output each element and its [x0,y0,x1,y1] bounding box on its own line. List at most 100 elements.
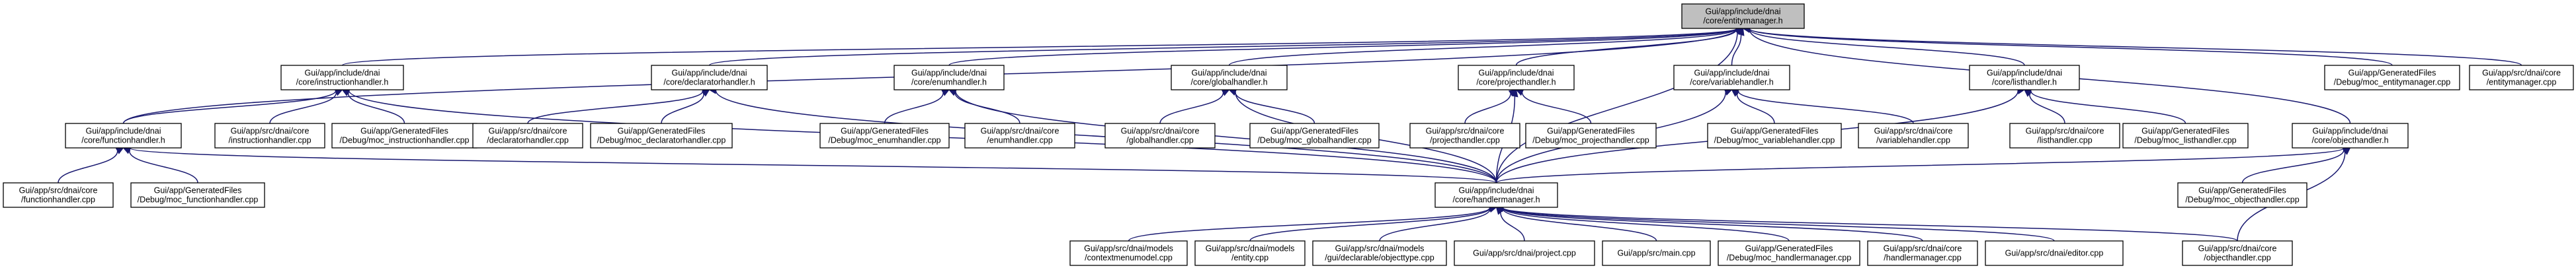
node-globalhandler_cpp[interactable]: Gui/app/src/dnai/core/globalhandler.cpp [1104,123,1216,149]
node-box [2469,65,2574,90]
node-moc_functionhandler[interactable]: Gui/app/GeneratedFiles/Debug/moc_functio… [130,182,265,208]
node-label-line: Gui/app/GeneratedFiles [2198,186,2286,195]
node-projecthandler_cpp[interactable]: Gui/app/src/dnai/core/projecthandler.cpp [1409,123,1520,149]
node-declaratorhandler[interactable]: Gui/app/include/dnai/core/declaratorhand… [651,65,768,90]
edge-line [1249,207,1491,242]
node-label-line: Gui/app/include/dnai [1459,186,1534,195]
node-moc_listhandler[interactable]: Gui/app/GeneratedFiles/Debug/moc_listhan… [2122,123,2249,149]
node-label-line: Gui/app/src/dnai/core [2026,127,2104,136]
edge-handlermanager-to-objecthandler [1495,145,2351,184]
node-moc_instructionhandler[interactable]: Gui/app/GeneratedFiles/Debug/moc_instruc… [331,123,478,149]
node-handlermanager_cpp[interactable]: Gui/app/src/dnai/core/handlermanager.cpp [1867,240,1978,266]
node-project_cpp[interactable]: Gui/app/src/dnai/project.cpp [1454,240,1595,266]
node-projecthandler[interactable]: Gui/app/include/dnai/core/projecthandler… [1458,65,1575,90]
edge-line [1749,28,2522,66]
node-functionhandler_cpp[interactable]: Gui/app/src/dnai/core/functionhandler.cp… [3,182,114,208]
edges-layer [58,25,2522,242]
node-editor_cpp[interactable]: Gui/app/src/dnai/editor.cpp [1985,240,2124,266]
node-moc_globalhandler[interactable]: Gui/app/GeneratedFiles/Debug/moc_globalh… [1249,123,1380,149]
edge-moc_declaratorhandler-to-declaratorhandler [661,89,710,124]
edge-line [884,92,944,124]
node-label-line: /objecthandler.cpp [2204,253,2271,263]
node-label-line: /Debug/moc_objecthandler.cpp [2185,195,2299,205]
node-label-line: /core/instructionhandler.h [296,78,389,87]
edge-moc_projecthandler-to-projecthandler [1515,89,1592,124]
edge-line [1502,207,2238,242]
node-moc_entitymanager[interactable]: Gui/app/GeneratedFiles/Debug/moc_entitym… [2324,65,2460,90]
node-globalhandler[interactable]: Gui/app/include/dnai/core/globalhandler.… [1171,65,1288,90]
node-label-line: Gui/app/src/dnai/core [1874,127,1953,136]
node-label-line: /core/projecthandler.h [1476,78,1556,87]
node-variablehandler[interactable]: Gui/app/include/dnai/core/variablehandle… [1673,65,1790,90]
node-box [964,123,1075,149]
node-handlermanager[interactable]: Gui/app/include/dnai/core/handlermanager… [1434,182,1558,208]
node-label-line: Gui/app/GeneratedFiles [2141,127,2229,136]
node-label-line: Gui/app/src/main.cpp [1617,249,1695,258]
node-objecthandler_cpp[interactable]: Gui/app/src/dnai/core/objecthandler.cpp [2182,240,2293,266]
node-entity_cpp[interactable]: Gui/app/src/dnai/models/entity.cpp [1194,240,1306,266]
node-enumhandler[interactable]: Gui/app/include/dnai/core/enumhandler.h [893,65,1005,90]
edge-moc_globalhandler-to-globalhandler [1228,88,1315,124]
node-box [819,123,950,149]
node-label-line: /instructionhandler.cpp [228,136,311,145]
node-entitymanager_cpp[interactable]: Gui/app/src/dnai/core/entitymanager.cpp [2469,65,2574,90]
node-label-line: Gui/app/src/dnai/core [2198,244,2277,253]
node-label-line: Gui/app/src/dnai/project.cpp [1473,249,1576,258]
edge-line [1159,92,1224,124]
node-label-line: /Debug/moc_globalhandler.cpp [1257,136,1371,145]
edge-line [1749,28,2025,66]
node-moc_enumhandler[interactable]: Gui/app/GeneratedFiles/Debug/moc_enumhan… [819,123,950,149]
node-objecthandler[interactable]: Gui/app/include/dnai/core/objecthandler.… [2292,123,2409,149]
node-moc_declaratorhandler[interactable]: Gui/app/GeneratedFiles/Debug/moc_declara… [590,123,733,149]
edge-line [2030,90,2186,124]
node-moc_projecthandler[interactable]: Gui/app/GeneratedFiles/Debug/moc_project… [1525,123,1657,149]
node-label-line: /projecthandler.cpp [1430,136,1500,145]
node-objecttype[interactable]: Gui/app/src/dnai/models/gui/declarable/o… [1312,240,1447,266]
node-functionhandler[interactable]: Gui/app/include/dnai/core/functionhandle… [65,123,182,149]
node-box [2324,65,2460,90]
node-label-line: Gui/app/src/dnai/core [231,127,310,136]
edge-moc_functionhandler-to-functionhandler [122,147,198,184]
node-box [1171,65,1288,90]
edge-enumhandler_cpp-to-enumhandler [948,89,1020,124]
edge-line [1749,28,2393,66]
node-box [1858,123,1969,149]
edge-objecttype-to-handlermanager [1379,205,1497,242]
node-listhandler_cpp[interactable]: Gui/app/src/dnai/core/listhandler.cpp [2009,123,2120,149]
edge-line [1731,34,1742,66]
node-box [1969,65,2080,90]
edge-line [269,92,337,124]
node-label-line: Gui/app/src/dnai/models [1084,244,1173,253]
node-label-line: /variablehandler.cpp [1876,136,1950,145]
node-label-line: Gui/app/src/dnai/core [1884,244,1962,253]
node-moc_variablehandler[interactable]: Gui/app/GeneratedFiles/Debug/moc_variabl… [1707,123,1842,149]
node-moc_handlermanager[interactable]: Gui/app/GeneratedFiles/Debug/moc_handler… [1718,240,1860,266]
edge-projecthandler_cpp-to-projecthandler [1464,89,1517,124]
node-contextmenumodel[interactable]: Gui/app/src/dnai/models/contextmenumodel… [1069,240,1188,266]
edge-line [129,147,1497,184]
node-box [2009,123,2120,149]
node-label-line: Gui/app/src/dnai/core [2482,69,2561,78]
node-listhandler[interactable]: Gui/app/include/dnai/core/listhandler.h [1969,65,2080,90]
node-label-line: /core/handlermanager.h [1452,195,1540,205]
edge-line [128,151,198,184]
node-instructionhandler[interactable]: Gui/app/include/dnai/core/instructionhan… [280,65,404,90]
node-label-line: Gui/app/include/dnai [86,127,161,136]
node-label-line: Gui/app/src/dnai/editor.cpp [2005,249,2104,258]
node-label-line: /Debug/moc_entitymanager.cpp [2334,78,2451,87]
node-label-line: Gui/app/GeneratedFiles [154,186,242,195]
node-declaratorhandler_cpp[interactable]: Gui/app/src/dnai/core/declaratorhandler.… [472,123,583,149]
node-instructionhandler_cpp[interactable]: Gui/app/src/dnai/core/instructionhandler… [214,123,325,149]
edge-moc_listhandler-to-listhandler [2023,87,2186,124]
node-enumhandler_cpp[interactable]: Gui/app/src/dnai/core/enumhandler.cpp [964,123,1075,149]
node-variablehandler_cpp[interactable]: Gui/app/src/dnai/core/variablehandler.cp… [1858,123,1969,149]
edge-functionhandler-to-instructionhandler [122,87,343,124]
node-main_cpp[interactable]: Gui/app/src/main.cpp [1602,240,1711,266]
node-box [1673,65,1790,90]
node-box [1069,240,1188,266]
node-label-line: /contextmenumodel.cpp [1085,253,1173,263]
node-moc_objecthandler[interactable]: Gui/app/GeneratedFiles/Debug/moc_objecth… [2177,182,2307,208]
edge-line [122,90,337,124]
edge-projecthandler-to-entitymanager [1515,26,1744,66]
